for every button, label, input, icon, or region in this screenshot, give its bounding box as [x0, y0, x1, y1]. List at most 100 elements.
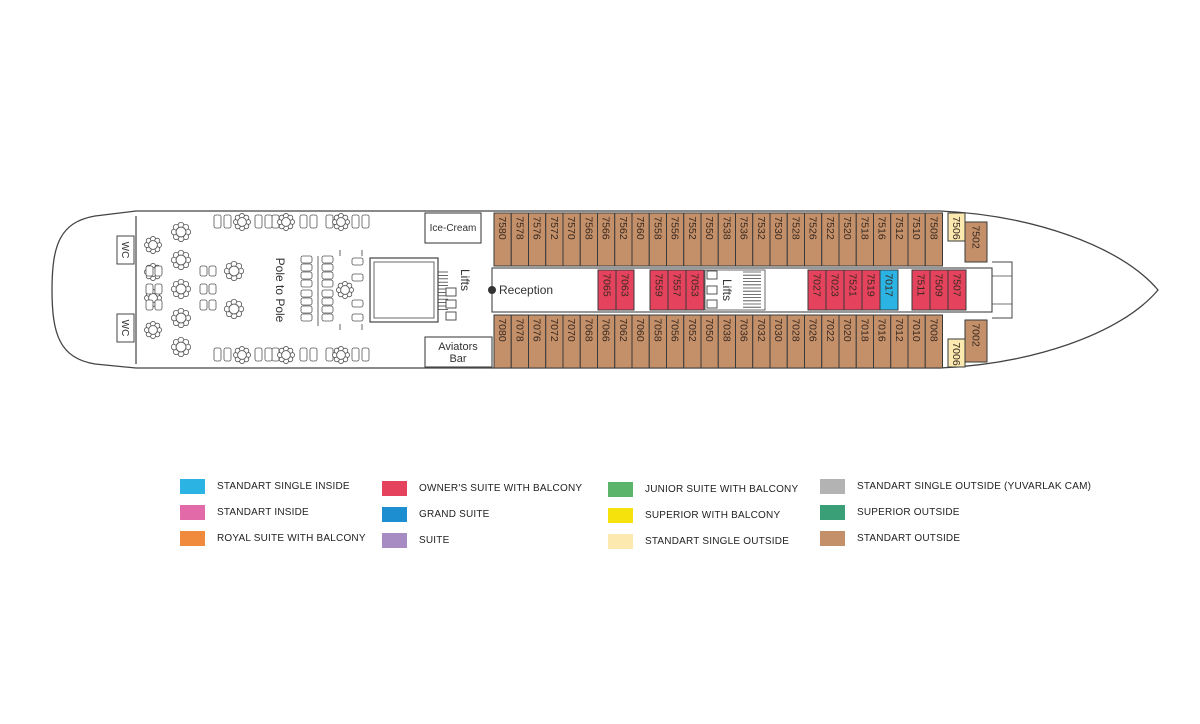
legend-swatch	[608, 507, 633, 523]
cabin-7080[interactable]: 7080	[493, 314, 512, 369]
cabin-7521[interactable]: 7521	[843, 269, 863, 311]
lifts-forward[interactable]: Lifts	[704, 269, 766, 311]
cabin-7050[interactable]: 7050	[700, 314, 719, 369]
cabin-7522[interactable]: 7522	[821, 212, 840, 267]
cabin-number: 7070	[565, 318, 577, 342]
cabin-number: 7078	[513, 318, 525, 342]
cabin-7058[interactable]: 7058	[648, 314, 667, 369]
cabin-7036[interactable]: 7036	[735, 314, 754, 369]
cabin-7572[interactable]: 7572	[545, 212, 564, 267]
chair-icon	[325, 347, 334, 362]
cabin-7017[interactable]: 7017	[879, 269, 899, 311]
chair-icon	[351, 214, 360, 229]
aviators-bar[interactable]: Aviators Bar	[424, 336, 493, 368]
cabin-7030[interactable]: 7030	[769, 314, 788, 369]
cabin-7519[interactable]: 7519	[861, 269, 881, 311]
cabin-7506[interactable]: 7506	[947, 212, 966, 242]
cabin-7012[interactable]: 7012	[890, 314, 909, 369]
cabin-7023[interactable]: 7023	[825, 269, 845, 311]
cabin-7053[interactable]: 7053	[685, 269, 705, 311]
cabin-7502[interactable]: 7502	[964, 221, 988, 263]
cabin-7557[interactable]: 7557	[667, 269, 687, 311]
cabin-number: 7572	[548, 216, 560, 240]
cabin-7538[interactable]: 7538	[717, 212, 736, 267]
cabin-7576[interactable]: 7576	[528, 212, 547, 267]
chair-icon	[361, 214, 370, 229]
chair-icon	[321, 297, 334, 306]
round-table-icon	[170, 307, 192, 329]
cabin-7528[interactable]: 7528	[786, 212, 805, 267]
cabin-7072[interactable]: 7072	[545, 314, 564, 369]
reception[interactable]: Reception	[488, 283, 553, 297]
cabin-7511[interactable]: 7511	[911, 269, 931, 311]
cabin-7006[interactable]: 7006	[947, 338, 966, 368]
cabin-number: 7560	[634, 216, 646, 240]
cabin-7026[interactable]: 7026	[804, 314, 823, 369]
cabin-7020[interactable]: 7020	[838, 314, 857, 369]
chair-icon	[351, 257, 364, 266]
cabin-7580[interactable]: 7580	[493, 212, 512, 267]
cabin-number: 7068	[582, 318, 594, 342]
cabin-7552[interactable]: 7552	[683, 212, 702, 267]
cabin-7027[interactable]: 7027	[807, 269, 827, 311]
cabin-7550[interactable]: 7550	[700, 212, 719, 267]
cabin-7060[interactable]: 7060	[631, 314, 650, 369]
cabin-7008[interactable]: 7008	[924, 314, 943, 369]
cabin-7509[interactable]: 7509	[929, 269, 949, 311]
cabin-7570[interactable]: 7570	[562, 212, 581, 267]
cabin-7530[interactable]: 7530	[769, 212, 788, 267]
cabin-7510[interactable]: 7510	[907, 212, 926, 267]
chair-icon	[321, 305, 334, 314]
chair-icon	[223, 214, 232, 229]
cabin-7556[interactable]: 7556	[666, 212, 685, 267]
cabin-7532[interactable]: 7532	[752, 212, 771, 267]
cabin-7512[interactable]: 7512	[890, 212, 909, 267]
cabin-7062[interactable]: 7062	[614, 314, 633, 369]
legend-swatch	[820, 478, 845, 494]
cabin-7038[interactable]: 7038	[717, 314, 736, 369]
cabin-7063[interactable]: 7063	[615, 269, 635, 311]
cabin-7056[interactable]: 7056	[666, 314, 685, 369]
cabin-7560[interactable]: 7560	[631, 212, 650, 267]
legend-label: STANDART SINGLE OUTSIDE (YUVARLAK CAM)	[857, 480, 1092, 492]
round-table-icon	[170, 221, 192, 243]
cabin-7508[interactable]: 7508	[924, 212, 943, 267]
legend-swatch	[180, 504, 205, 520]
cabin-7566[interactable]: 7566	[597, 212, 616, 267]
cabin-7022[interactable]: 7022	[821, 314, 840, 369]
cabin-7066[interactable]: 7066	[597, 314, 616, 369]
cabin-7032[interactable]: 7032	[752, 314, 771, 369]
cabin-7070[interactable]: 7070	[562, 314, 581, 369]
cabin-7559[interactable]: 7559	[649, 269, 669, 311]
cabin-7052[interactable]: 7052	[683, 314, 702, 369]
cabin-7526[interactable]: 7526	[804, 212, 823, 267]
cabin-7520[interactable]: 7520	[838, 212, 857, 267]
cabin-number: 7072	[548, 318, 560, 342]
central-staircase[interactable]	[369, 257, 439, 323]
cabin-7028[interactable]: 7028	[786, 314, 805, 369]
lifts-aft[interactable]: Lifts	[445, 269, 472, 321]
cabin-7558[interactable]: 7558	[648, 212, 667, 267]
cabin-7518[interactable]: 7518	[855, 212, 874, 267]
wc-top[interactable]: WC	[116, 235, 135, 265]
wc-bottom[interactable]: WC	[116, 313, 135, 343]
cabin-7568[interactable]: 7568	[579, 212, 598, 267]
cabin-7016[interactable]: 7016	[873, 314, 892, 369]
legend-item: ROYAL SUITE WITH BALCONY	[180, 530, 366, 546]
cabin-7010[interactable]: 7010	[907, 314, 926, 369]
cabin-7065[interactable]: 7065	[597, 269, 617, 311]
ice-cream-area[interactable]: Ice-Cream	[424, 212, 482, 244]
cabin-7076[interactable]: 7076	[528, 314, 547, 369]
chair-icon	[154, 283, 163, 295]
cabin-7578[interactable]: 7578	[510, 212, 529, 267]
cabin-7516[interactable]: 7516	[873, 212, 892, 267]
cabin-7536[interactable]: 7536	[735, 212, 754, 267]
cabin-7078[interactable]: 7078	[510, 314, 529, 369]
cabin-7002[interactable]: 7002	[964, 319, 988, 363]
cabin-7562[interactable]: 7562	[614, 212, 633, 267]
cabin-number: 7030	[772, 318, 784, 342]
cabin-7507[interactable]: 7507	[947, 269, 967, 311]
cabin-7018[interactable]: 7018	[855, 314, 874, 369]
cabin-7068[interactable]: 7068	[579, 314, 598, 369]
